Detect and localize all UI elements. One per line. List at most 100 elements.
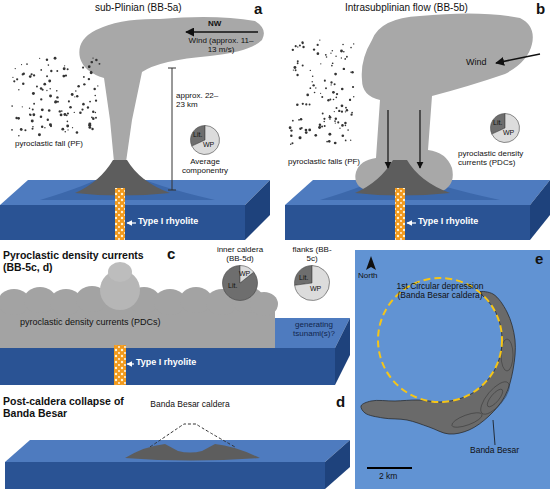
tephra-dot [305, 129, 308, 132]
tephra-dot [299, 45, 301, 47]
tephra-dot [32, 92, 35, 95]
tephra-dot [326, 56, 328, 58]
tephra-dot [293, 69, 294, 70]
tephra-dot [98, 63, 100, 65]
tephra-dot [33, 74, 35, 76]
tephra-dot [333, 99, 335, 101]
tephra-dot [32, 128, 34, 130]
tephra-dot [89, 101, 91, 103]
tephra-dot [353, 96, 354, 97]
panel-title: sub-Plinian (BB-5a) [95, 2, 215, 13]
tephra-dot [321, 96, 323, 98]
contour-line [450, 410, 483, 430]
pie-label: WP [503, 129, 517, 137]
pumice-slice [192, 126, 220, 155]
tephra-dot [72, 127, 73, 128]
sea-front [285, 205, 530, 240]
pumice-slice [492, 114, 520, 143]
tephra-dot [350, 140, 351, 141]
tephra-dot [31, 120, 34, 123]
tephra-dot [49, 88, 51, 90]
pie-heading: inner caldera (BB-5d) [210, 246, 270, 264]
tephra-dot [41, 126, 43, 128]
height-bracket [172, 68, 173, 190]
pie-drawing [490, 113, 520, 143]
tephra-dot [337, 121, 339, 123]
tephra-dot [323, 118, 325, 120]
pie-label: WP [310, 285, 324, 293]
tephra-dot [336, 93, 338, 95]
map-panel: eNorth1st Circular depression (Banda Bes… [355, 250, 550, 489]
former-cone-outline [150, 424, 235, 447]
tephra-dot [91, 128, 93, 130]
tephra-dot [331, 84, 332, 85]
pie-label: Lit. [299, 274, 313, 282]
tephra-dot [49, 95, 52, 98]
tephra-dot [54, 100, 57, 103]
tephra-dot [339, 128, 340, 129]
tephra-dot [323, 121, 325, 123]
tephra-dot [306, 94, 309, 97]
tephra-dot [328, 133, 331, 136]
tephra-dot [309, 104, 311, 106]
north-label: North [358, 272, 388, 281]
tephra-dot [343, 68, 345, 70]
deposit-label: pyroclastic fall (PF) [15, 140, 105, 149]
tephra-dot [308, 128, 311, 131]
pie-caption: Average componentry [175, 158, 235, 176]
tephra-dot [292, 120, 294, 122]
tephra-dot [302, 103, 304, 105]
tephra-dot [349, 99, 351, 101]
tephra-dot [334, 73, 337, 76]
tephra-dot [330, 53, 331, 54]
tephra-dot [56, 70, 58, 72]
tephra-dot [29, 108, 30, 109]
fall-dots [11, 39, 354, 145]
tephra-dot [50, 125, 52, 127]
tephra-dot [334, 120, 336, 122]
tephra-dot [347, 129, 349, 131]
tephra-dot [38, 133, 41, 136]
pie-chart: flanks (BB-5c)Lit.WP [294, 265, 330, 301]
tephra-dot [11, 105, 13, 107]
tephra-dot [315, 87, 316, 88]
tephra-dot [67, 121, 69, 123]
tephra-dot [17, 117, 20, 120]
pie-group [190, 126, 219, 155]
tephra-dot [42, 89, 44, 91]
tephra-dot [289, 126, 292, 129]
magma-conduit [114, 345, 126, 385]
tephra-dot [351, 71, 354, 74]
tephra-dot [310, 70, 311, 71]
caldera-remnant [125, 444, 260, 461]
tephra-dot [341, 88, 344, 91]
tephra-dot [61, 128, 64, 131]
cloud-lobe [250, 292, 278, 316]
pdc-arrow [419, 110, 420, 168]
tephra-dot [11, 129, 13, 131]
tephra-dot [309, 87, 311, 89]
tephra-dot [332, 62, 334, 64]
tephra-dot [302, 42, 304, 44]
tephra-dot [22, 83, 24, 85]
tephra-dot [342, 134, 345, 137]
tephra-dot [334, 142, 337, 145]
tephra-dot [41, 108, 44, 111]
tephra-dot [67, 129, 68, 130]
tephra-dot [12, 77, 13, 78]
pie-label: Lit. [193, 131, 207, 139]
tephra-dot [18, 135, 20, 137]
tephra-dot [300, 118, 303, 121]
tephra-dot [67, 68, 69, 70]
tephra-dot [90, 71, 92, 73]
tephra-dot [332, 91, 335, 94]
tephra-dot [345, 125, 347, 127]
vent-plume [108, 262, 132, 282]
panel-title: Post-caldera collapse of Banda Besar [3, 396, 153, 419]
lithic-slice [295, 266, 312, 286]
tephra-dot [69, 106, 72, 109]
tephra-dot [297, 60, 299, 62]
tephra-dot [54, 101, 56, 103]
tephra-dot [335, 122, 336, 123]
tephra-dot [342, 44, 344, 46]
